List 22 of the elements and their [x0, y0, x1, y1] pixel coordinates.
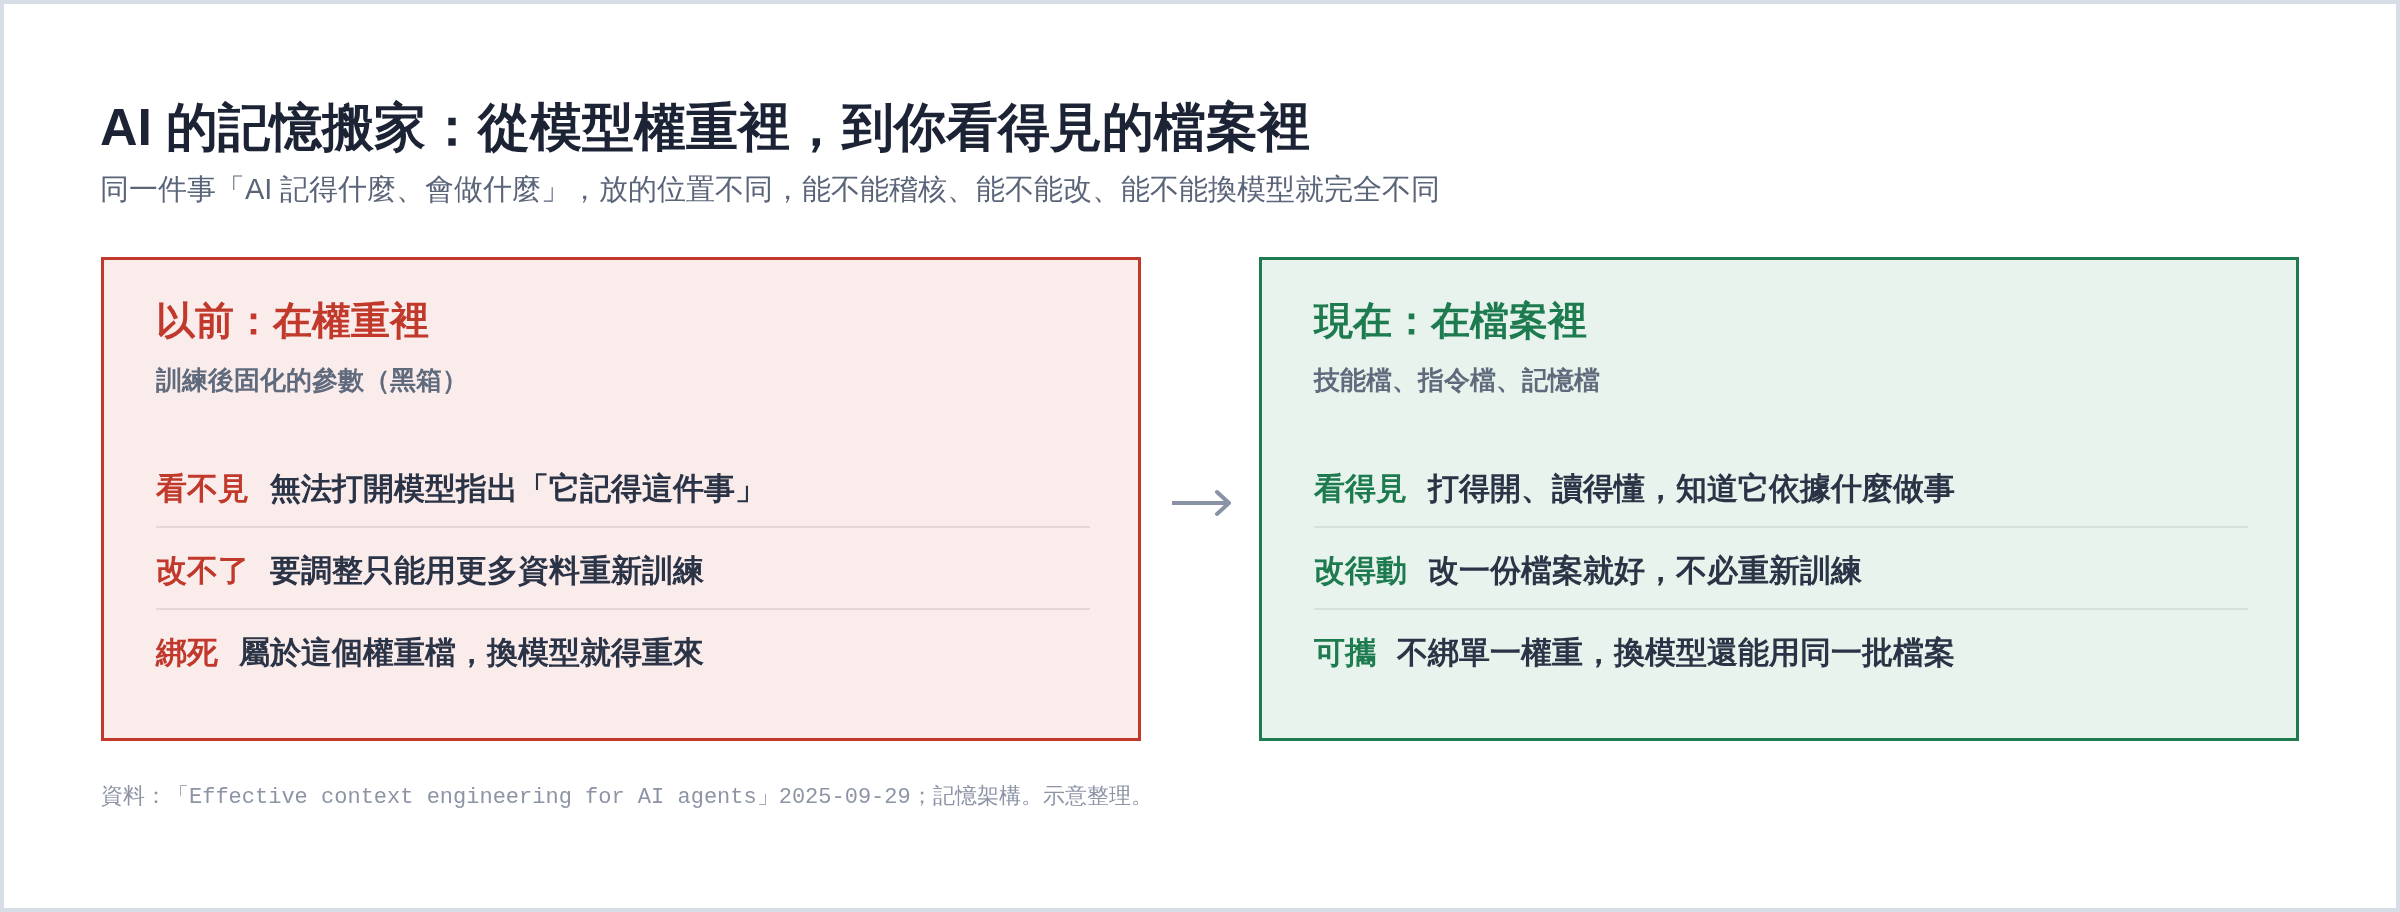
subtitle: 同一件事「AI 記得什麼、會做什麼」，放的位置不同，能不能稽核、能不能改、能不能換模型就完全不同	[100, 172, 1441, 207]
panel-heading: 以前：在權重裡	[156, 299, 429, 343]
source-note: 資料：「Effective context engineering for AI agents」2025-09-29；記憶架構。示意整理。	[101, 784, 1153, 812]
row-term: 綁死	[156, 634, 218, 672]
row-description: 不綁單一權重，換模型還能用同一批檔案	[1397, 634, 1955, 672]
row-description: 屬於這個權重檔，換模型就得重來	[239, 634, 704, 672]
panel-heading: 現在：在檔案裡	[1314, 299, 1587, 343]
arrow	[1172, 490, 1231, 516]
panel-subheading: 技能檔、指令檔、記憶檔	[1314, 364, 1600, 396]
row-description: 要調整只能用更多資料重新訓練	[270, 552, 704, 590]
title: AI 的記憶搬家：從模型權重裡，到你看得見的檔案裡	[100, 97, 1311, 158]
row-term: 改得動	[1314, 552, 1407, 590]
row-term: 改不了	[156, 552, 249, 590]
panel-box	[1259, 257, 2299, 741]
row-description: 改一份檔案就好，不必重新訓練	[1428, 552, 1862, 590]
row-term: 看得見	[1314, 470, 1407, 508]
panel-subheading: 訓練後固化的參數（黑箱）	[156, 364, 468, 396]
row-term: 看不見	[156, 470, 249, 508]
row-description: 打得開、讀得懂，知道它依據什麼做事	[1428, 470, 1955, 508]
row-description: 無法打開模型指出「它記得這件事」	[270, 470, 766, 508]
row-term: 可攜	[1314, 634, 1376, 672]
panel-box	[101, 257, 1141, 741]
